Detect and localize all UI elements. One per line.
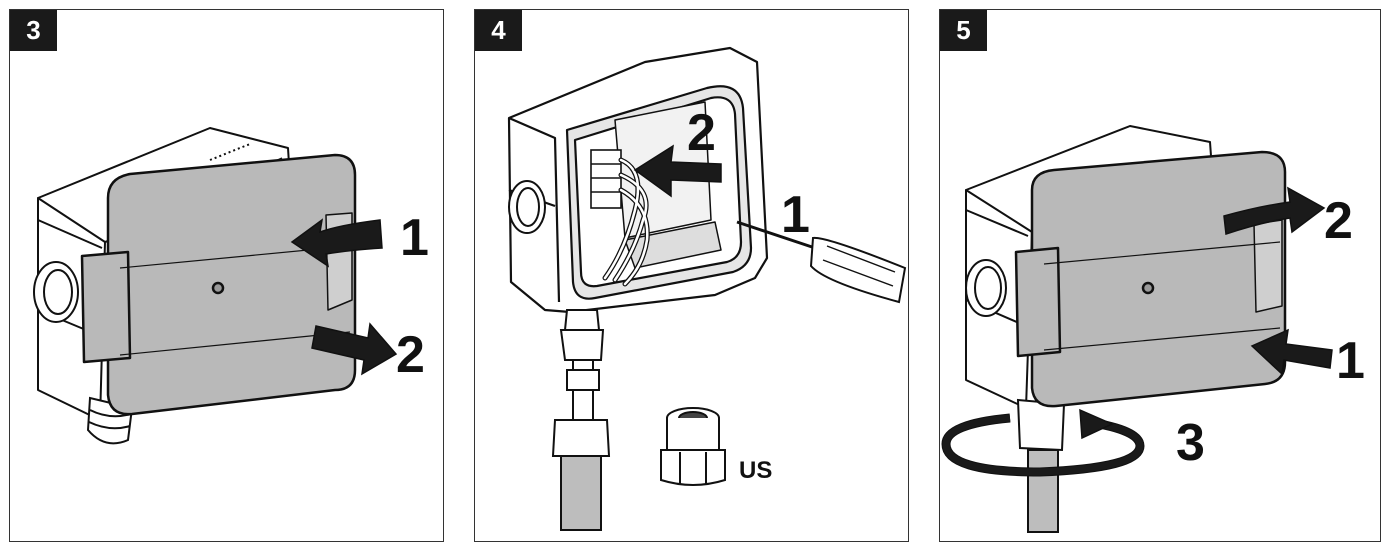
screwdriver bbox=[736, 220, 907, 304]
step-5-panel: 5 2 1 bbox=[939, 9, 1381, 542]
step-number-badge: 4 bbox=[475, 10, 522, 51]
callout-1: 1 bbox=[1336, 332, 1365, 390]
callout-1: 1 bbox=[400, 209, 429, 267]
callout-2: 2 bbox=[687, 104, 716, 162]
us-label: US bbox=[739, 457, 772, 484]
lift-arrow bbox=[1223, 186, 1326, 236]
push-arrow bbox=[1250, 328, 1333, 376]
callout-2: 2 bbox=[396, 326, 425, 384]
us-adapter bbox=[660, 407, 726, 486]
push-arrow bbox=[290, 218, 383, 268]
terminal-block bbox=[590, 149, 622, 209]
gray-cover bbox=[80, 153, 357, 416]
gray-cover bbox=[1014, 150, 1287, 408]
rotate-arrow bbox=[941, 408, 1145, 477]
conduit bbox=[1016, 398, 1066, 533]
side-plug bbox=[965, 259, 1007, 317]
conduit bbox=[551, 309, 611, 531]
step-number-badge: 3 bbox=[10, 10, 57, 51]
side-plug bbox=[508, 180, 546, 234]
step-3-panel: 3 bbox=[9, 9, 444, 542]
side-plug bbox=[33, 261, 79, 323]
step-number-badge: 5 bbox=[940, 10, 987, 51]
step-4-panel: 4 bbox=[474, 9, 909, 542]
step-3-illustration: 1 2 bbox=[33, 127, 429, 445]
pull-arrow bbox=[311, 322, 398, 376]
step-4-illustration: 2 1 US bbox=[507, 46, 907, 531]
callout-1: 1 bbox=[781, 186, 810, 244]
callout-3: 3 bbox=[1176, 414, 1205, 472]
callout-2: 2 bbox=[1324, 192, 1353, 250]
step-5-illustration: 2 1 3 bbox=[941, 125, 1365, 533]
push-arrow bbox=[633, 144, 722, 198]
